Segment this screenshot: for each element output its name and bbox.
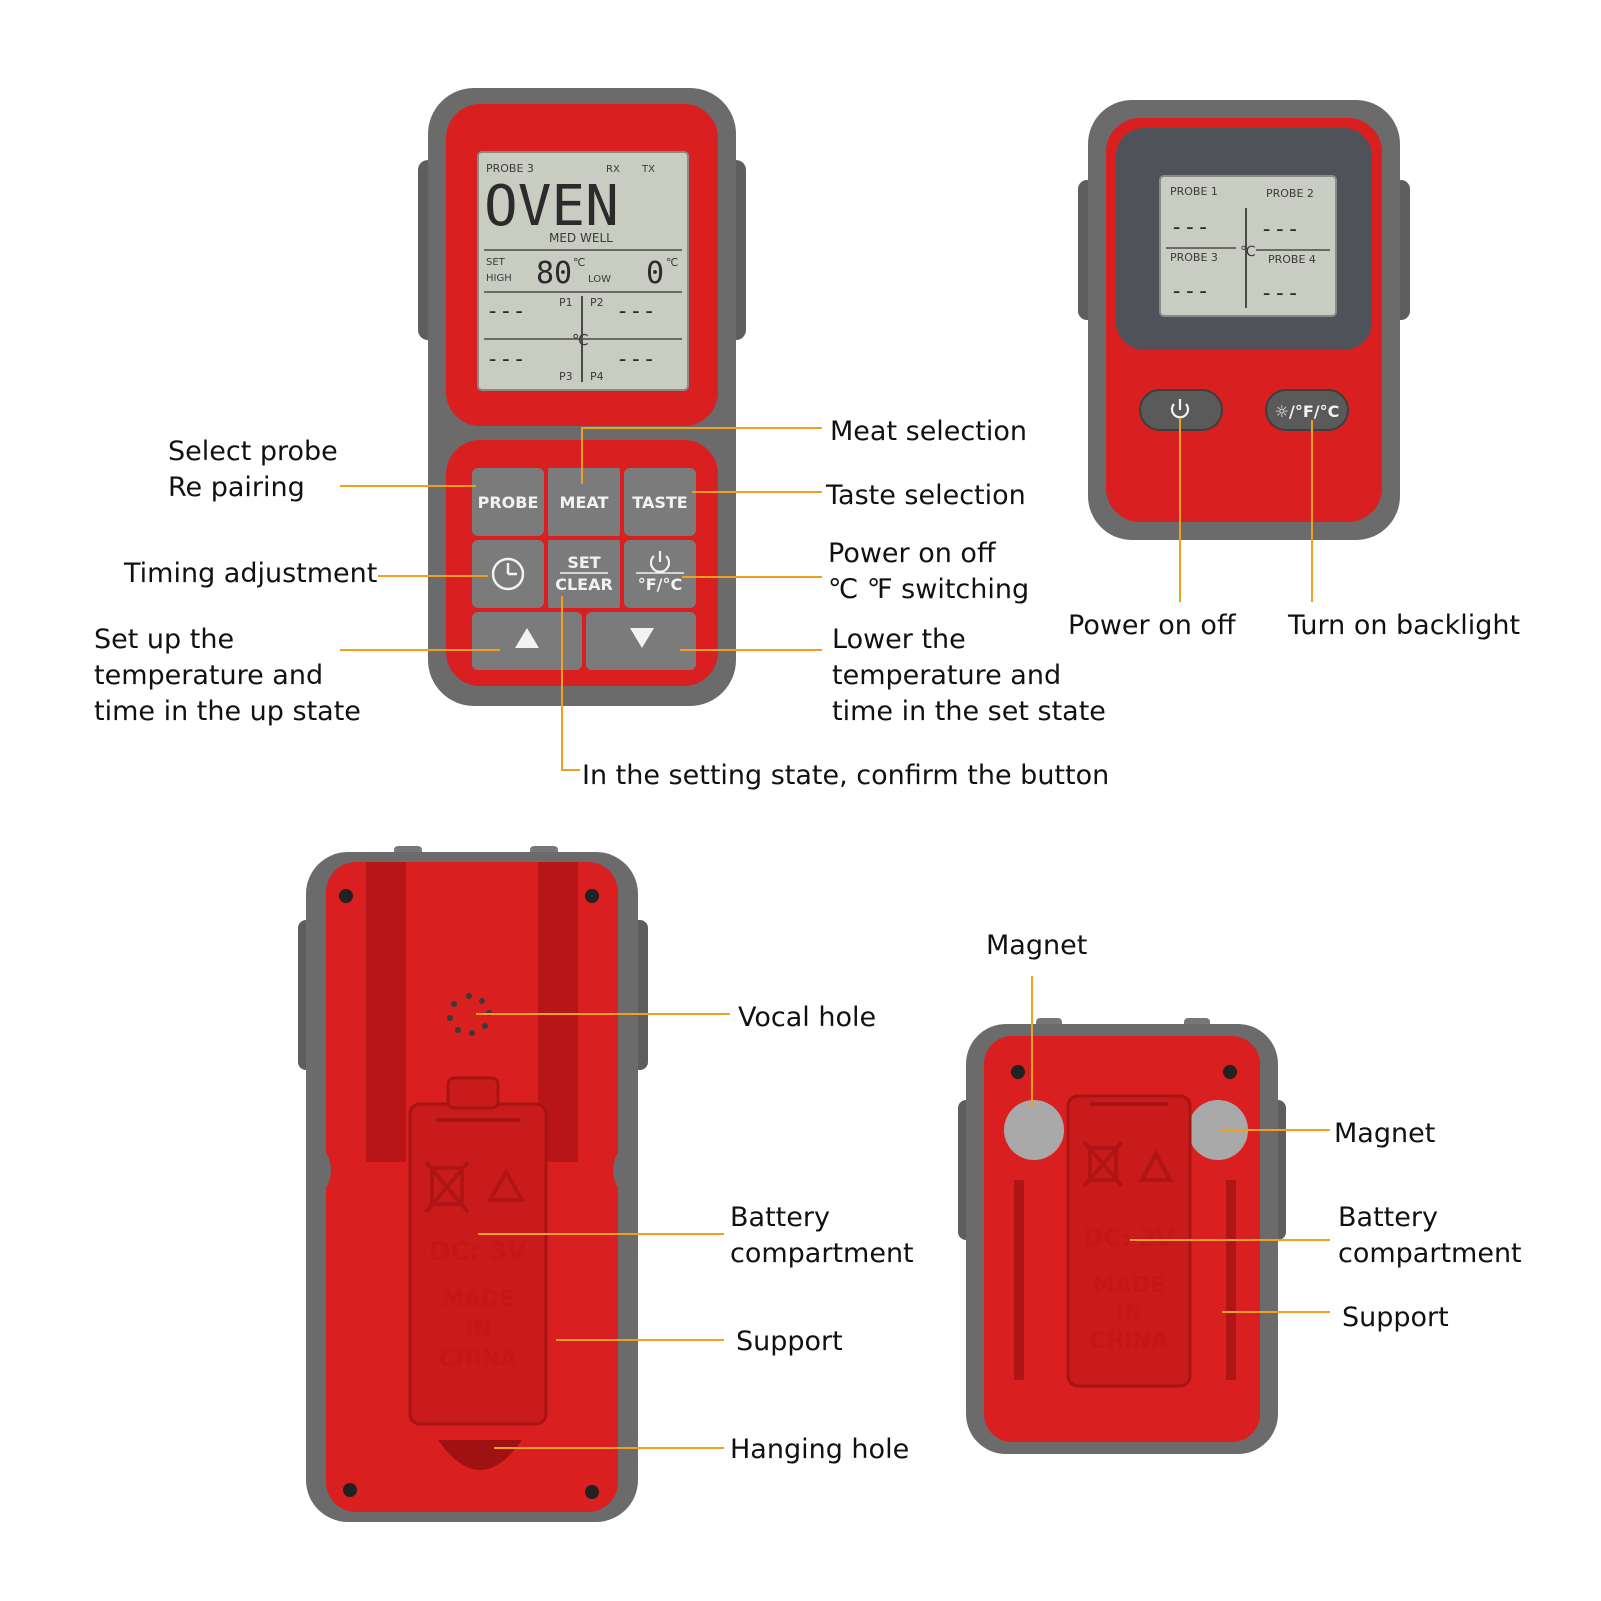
magnet-left bbox=[1004, 1100, 1064, 1160]
lcd-p1: P1 bbox=[559, 296, 573, 309]
transmitter-back: DC: 3V MADE IN CHINA bbox=[958, 1018, 1286, 1454]
receiver-back: DC: 3V MADE IN CHINA bbox=[298, 846, 648, 1522]
leader-meat bbox=[581, 427, 822, 484]
lcd-low-value: 0 bbox=[646, 256, 664, 291]
set-button-label: SET bbox=[567, 553, 600, 572]
probe-button-label: PROBE bbox=[478, 493, 539, 512]
transmitter-power-icon bbox=[1170, 399, 1190, 419]
label-vocal-hole: Vocal hole bbox=[738, 1002, 877, 1033]
tx-lcd-dashes-3: --- bbox=[1170, 279, 1210, 304]
lcd-low-unit: ℃ bbox=[666, 256, 678, 269]
leader-confirm bbox=[561, 596, 580, 771]
lcd-set-label: SET bbox=[486, 257, 506, 268]
lcd-p3: P3 bbox=[559, 370, 573, 383]
emboss-made: MADE bbox=[442, 1287, 514, 1312]
tx-lcd-dashes-1: --- bbox=[1170, 215, 1210, 240]
label-select-probe: Select probe Re pairing bbox=[168, 436, 338, 503]
screw-hole bbox=[585, 1485, 599, 1499]
screw-hole bbox=[1011, 1065, 1025, 1079]
lcd-main-readout: OVEN bbox=[484, 174, 619, 239]
lcd-rx-label: RX bbox=[606, 164, 620, 175]
recycle-icon bbox=[486, 1167, 526, 1202]
label-power-on-off: Power on off bbox=[1068, 610, 1236, 641]
clock-icon bbox=[491, 557, 525, 591]
label-meat-selection: Meat selection bbox=[830, 416, 1027, 447]
meat-button-label: MEAT bbox=[560, 493, 609, 512]
taste-button-label: TASTE bbox=[632, 493, 687, 512]
tx-lcd-probe2: PROBE 2 bbox=[1266, 187, 1314, 200]
lcd-doneness: MED WELL bbox=[549, 231, 613, 245]
no-trash-icon bbox=[424, 1160, 470, 1214]
label-taste-selection: Taste selection bbox=[826, 480, 1026, 511]
taste-button[interactable] bbox=[624, 468, 696, 536]
tx-emboss-made: MADE bbox=[1093, 1273, 1165, 1298]
unit-button-label: °F/°C bbox=[638, 575, 683, 594]
lcd-low-label: LOW bbox=[588, 274, 611, 285]
tx-lcd-dashes-4: --- bbox=[1260, 281, 1300, 306]
label-magnet-right: Magnet bbox=[1334, 1118, 1436, 1149]
meat-button[interactable] bbox=[548, 468, 620, 536]
lcd-tx-label: TX bbox=[641, 164, 655, 175]
leader-lines bbox=[340, 418, 1330, 1449]
magnet-right bbox=[1188, 1100, 1248, 1160]
tx-lcd-probe1: PROBE 1 bbox=[1170, 185, 1218, 198]
transmitter-front: PROBE 1 PROBE 2 PROBE 3 PROBE 4 --- --- … bbox=[1078, 100, 1410, 540]
tx-recycle-icon bbox=[1138, 1149, 1174, 1182]
probe-button[interactable] bbox=[472, 468, 544, 536]
label-battery-left: Battery compartment bbox=[730, 1202, 914, 1269]
power-icon bbox=[649, 551, 671, 573]
label-power-switching: Power on off ℃ ℉ switching bbox=[828, 538, 1030, 605]
tx-lcd-dashes-2: --- bbox=[1260, 217, 1300, 242]
label-set-up: Set up the temperature and time in the u… bbox=[94, 624, 361, 727]
label-battery-right: Battery compartment bbox=[1338, 1202, 1522, 1269]
lcd-high-label: HIGH bbox=[486, 273, 512, 284]
tx-emboss-dc: DC: 3V bbox=[1084, 1224, 1175, 1252]
transmitter-backlight-button[interactable] bbox=[1265, 389, 1349, 431]
tx-emboss-in: IN bbox=[1116, 1301, 1143, 1326]
transmitter-lcd bbox=[1159, 175, 1337, 317]
emboss-china: CHINA bbox=[439, 1347, 517, 1372]
lcd-high-value: 80 bbox=[536, 256, 572, 291]
screw-hole bbox=[585, 889, 599, 903]
lcd-p4: P4 bbox=[590, 370, 604, 383]
tx-lcd-unit: ℃ bbox=[1240, 244, 1256, 260]
label-magnet-top: Magnet bbox=[986, 930, 1088, 961]
label-timing-adjustment: Timing adjustment bbox=[124, 558, 378, 589]
tx-lcd-probe4: PROBE 4 bbox=[1268, 253, 1316, 266]
emboss-in: IN bbox=[465, 1317, 492, 1342]
lcd-dashes-p4: --- bbox=[616, 347, 656, 372]
label-confirm: In the setting state, confirm the button bbox=[582, 760, 1110, 791]
lcd-center-unit: ℃ bbox=[572, 331, 589, 349]
label-support-left: Support bbox=[736, 1326, 843, 1357]
tx-lcd-probe3: PROBE 3 bbox=[1170, 251, 1218, 264]
power-unit-button[interactable] bbox=[624, 540, 696, 608]
label-backlight: Turn on backlight bbox=[1288, 610, 1521, 641]
receiver-front: PROBE 3 RX TX OVEN MED WELL SET HIGH 80 … bbox=[418, 88, 746, 706]
label-hanging-hole: Hanging hole bbox=[730, 1434, 910, 1465]
lcd-p2: P2 bbox=[590, 296, 604, 309]
clear-button-label: CLEAR bbox=[555, 575, 613, 594]
screw-hole bbox=[339, 889, 353, 903]
set-clear-button[interactable] bbox=[548, 540, 620, 608]
screw-hole bbox=[1223, 1065, 1237, 1079]
up-arrow-icon bbox=[515, 628, 539, 648]
lcd-dashes-p1: --- bbox=[486, 299, 526, 324]
lcd-probe-label: PROBE 3 bbox=[486, 162, 534, 175]
emboss-dc: DC: 3V bbox=[429, 1237, 527, 1267]
lcd-dashes-p2: --- bbox=[616, 299, 656, 324]
tx-emboss-china: CHINA bbox=[1090, 1329, 1168, 1354]
label-lower: Lower the temperature and time in the se… bbox=[832, 624, 1106, 727]
screw-hole bbox=[343, 1483, 357, 1497]
lcd-high-unit: ℃ bbox=[573, 256, 585, 269]
tx-no-trash-icon bbox=[1082, 1140, 1124, 1188]
receiver-lcd bbox=[477, 151, 689, 391]
lcd-dashes-p3: --- bbox=[486, 347, 526, 372]
backlight-button-label: ☼/°F/°C bbox=[1275, 402, 1340, 421]
down-arrow-icon bbox=[630, 628, 654, 648]
label-support-right: Support bbox=[1342, 1302, 1449, 1333]
